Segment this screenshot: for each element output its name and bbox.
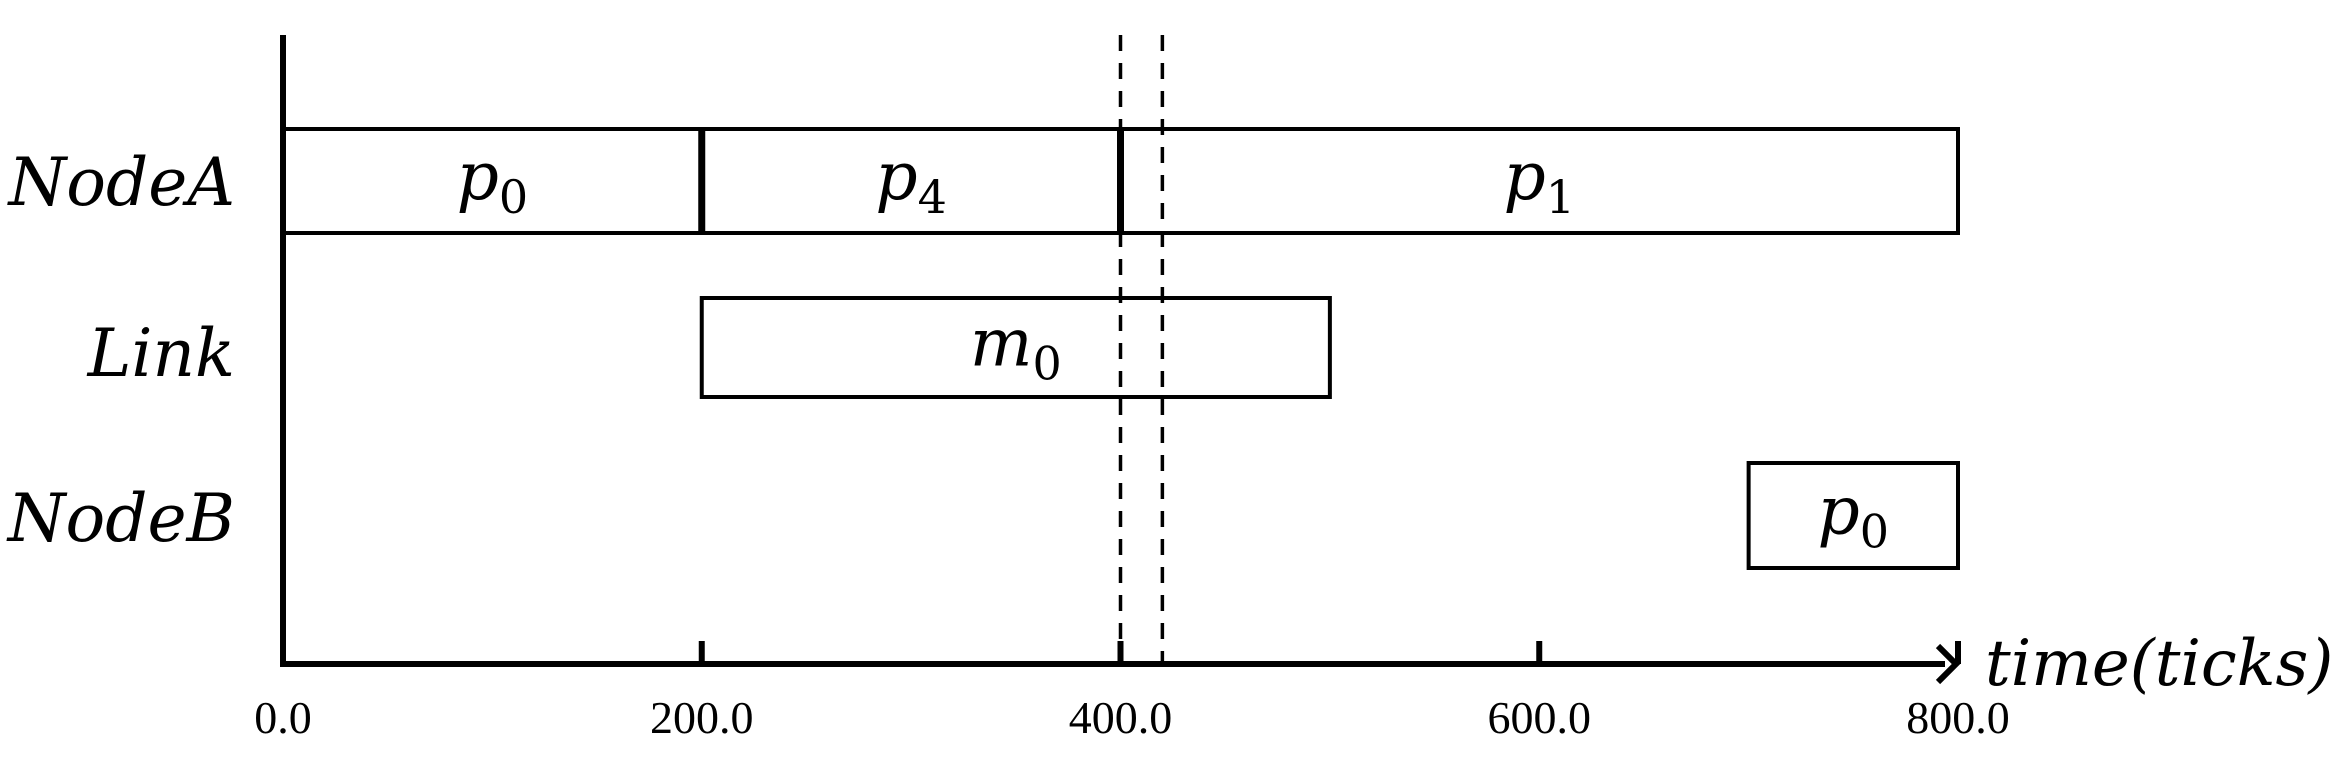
x-tick-label: 400.0 <box>1069 692 1173 743</box>
bar-label-symbol: p <box>1818 473 1860 550</box>
bar-label: p4 <box>875 138 947 224</box>
bar-nodeb-4 <box>1746 461 1960 570</box>
bar-label-symbol: m <box>970 305 1033 382</box>
bar-label: p0 <box>1818 473 1890 559</box>
x-axis-label: time(ticks) <box>1985 627 2333 701</box>
x-ticks: 0.0 200.0 400.0 600.0 800.0 <box>254 641 2010 743</box>
row-label-link: Link <box>87 315 235 392</box>
bar-label-subscript: 0 <box>1032 337 1061 391</box>
bar-label-subscript: 4 <box>918 170 947 224</box>
marker-lines <box>1118 35 1165 662</box>
row-label-nodeb: NodeB <box>6 480 235 557</box>
bar-label: p1 <box>1503 138 1575 224</box>
bar-label-symbol: p <box>457 138 499 215</box>
bar-label-symbol: p <box>875 138 917 215</box>
row-label-nodea: NodeA <box>7 144 235 221</box>
x-tick-label: 0.0 <box>254 692 312 743</box>
x-tick-label: 600.0 <box>1488 692 1592 743</box>
x-tick-label: 800.0 <box>1906 692 2010 743</box>
bar-label-subscript: 0 <box>1860 505 1889 559</box>
bar-label: p0 <box>457 138 529 224</box>
bar-label-subscript: 1 <box>1546 170 1575 224</box>
bar-link-3 <box>699 296 1332 399</box>
bar-nodea-2 <box>1118 127 1960 235</box>
bar-label-subscript: 0 <box>499 170 528 224</box>
bar-label: m0 <box>970 305 1062 391</box>
x-tick-label: 200.0 <box>650 692 754 743</box>
bar-label-symbol: p <box>1503 138 1545 215</box>
